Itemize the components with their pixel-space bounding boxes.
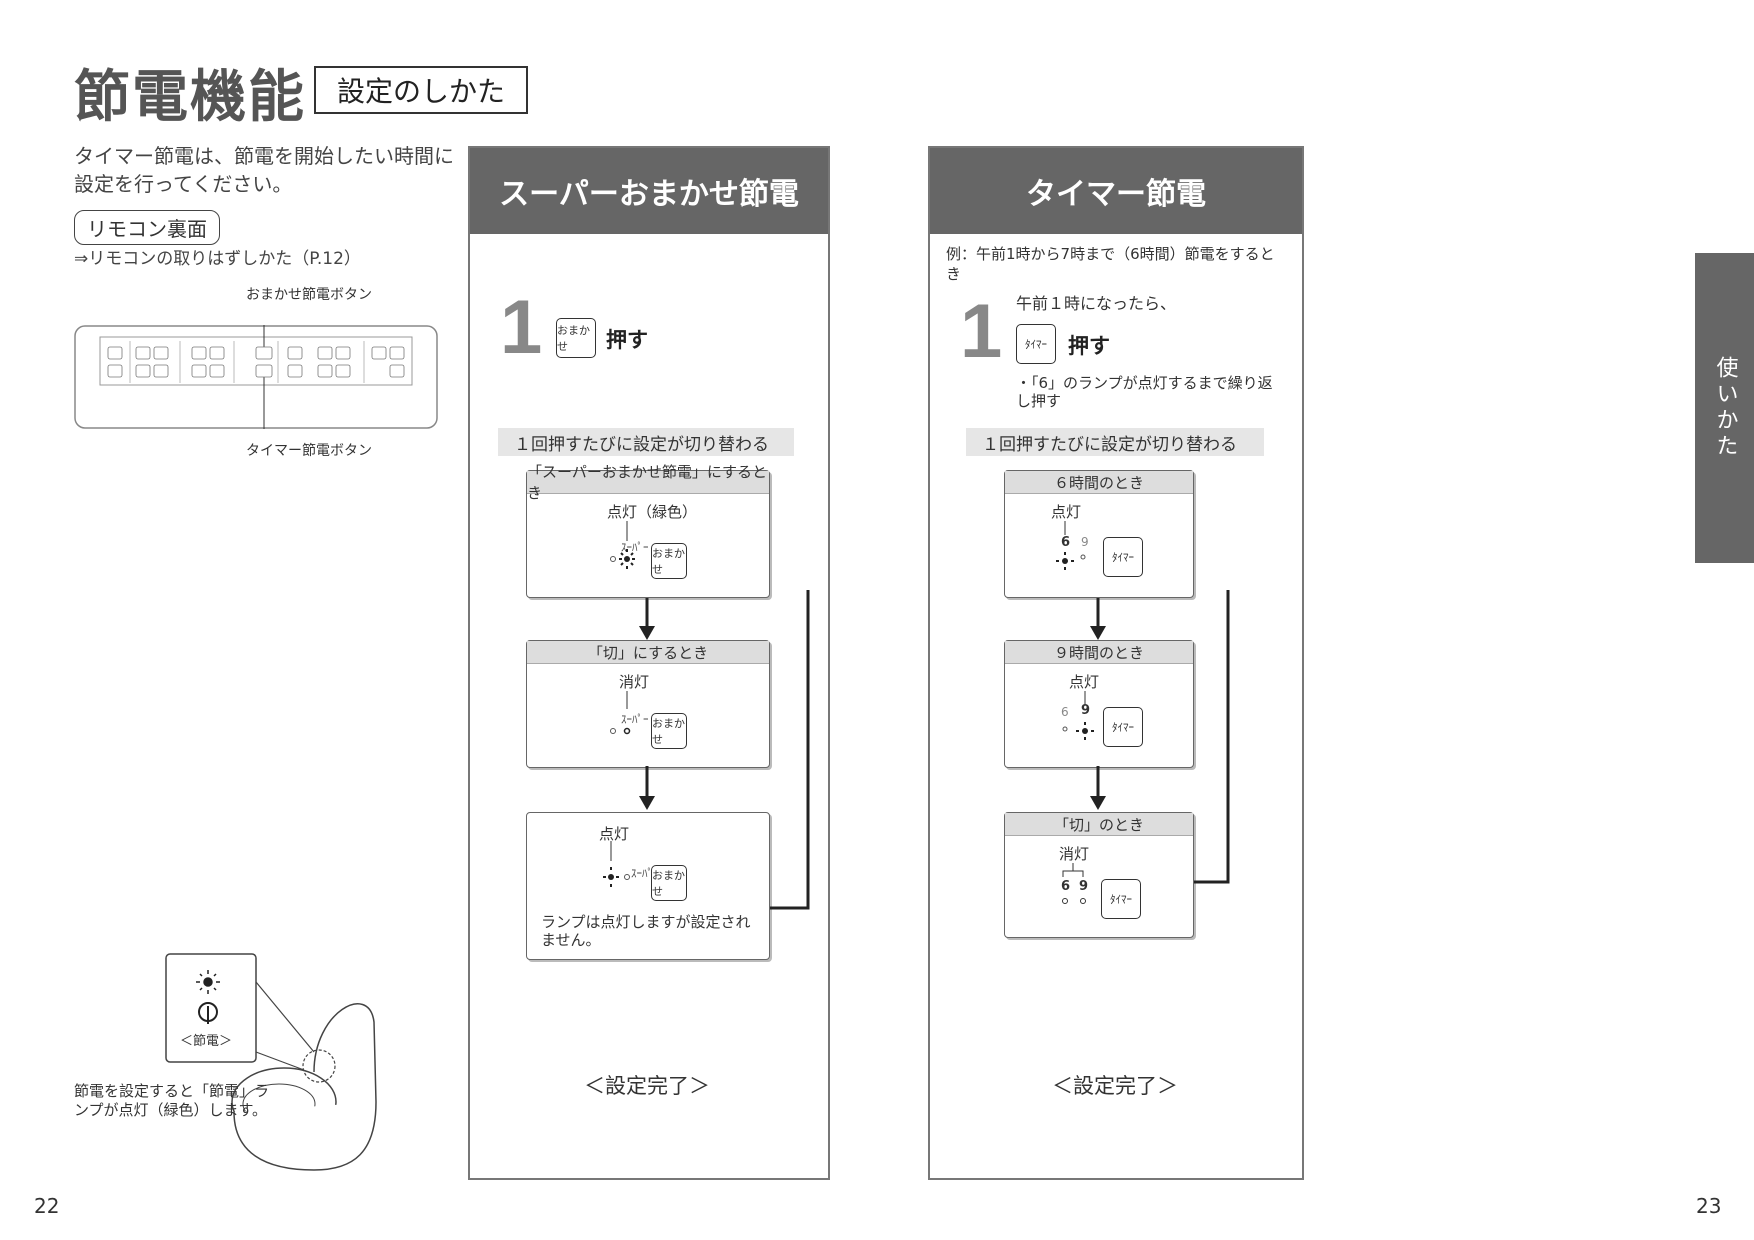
super-state-off: 「切」にするとき 消灯 ｽｰﾊﾟｰ おまかせ bbox=[526, 640, 770, 768]
sun-icon bbox=[196, 970, 220, 994]
super-omakase-heading: スーパーおまかせ節電 bbox=[470, 148, 828, 234]
state-timer-button-2: ﾀｲﾏｰ bbox=[1103, 707, 1143, 747]
remote-control-illustration bbox=[74, 285, 438, 455]
eco-badge-label: ＜節電＞ bbox=[180, 1034, 233, 1049]
timer-state-9h-head: ９時間のとき bbox=[1005, 641, 1193, 664]
super-state-off-label: 消灯 bbox=[619, 673, 650, 691]
timer-state-off: 「切」のとき 消灯 6 9 ﾀｲﾏｰ bbox=[1004, 812, 1194, 938]
timer-note: ・「6」のランプが点灯するまで繰り返し押す bbox=[1016, 374, 1273, 410]
timer-cycle-band: １回押すたびに設定が切り替わる bbox=[966, 428, 1264, 456]
lamp-lit-icon-2 bbox=[603, 841, 630, 887]
timer-state-6h-head: ６時間のとき bbox=[1005, 471, 1193, 494]
lamp-lit-icon bbox=[610, 521, 635, 569]
timer-state-off-head: 「切」のとき bbox=[1005, 813, 1193, 836]
super-state-off-head: 「切」にするとき bbox=[527, 641, 769, 664]
omakase-button-callout: おまかせ節電ボタン bbox=[246, 287, 372, 303]
leaf-icon bbox=[198, 1002, 218, 1024]
super-state-lit-unset: 点灯 ｽｰﾊﾟｰ おまかせ ランプは点灯しますが設定されません。 bbox=[526, 812, 770, 960]
super-done: ＜設定完了＞ bbox=[584, 1074, 710, 1098]
super-state-on: 「スーパーおまかせ節電」にするとき 点灯（緑色） ｽｰﾊﾟｰ おまかせ bbox=[526, 463, 770, 598]
page-subtitle: 設定のしかた bbox=[314, 66, 528, 114]
omakase-button[interactable]: おまかせ bbox=[556, 318, 596, 358]
remote-removal-link[interactable]: ⇒リモコンの取りはずしかた（P.12） bbox=[74, 249, 361, 269]
timer-press-text: 押す bbox=[1068, 334, 1110, 358]
page-number-left: 22 bbox=[34, 1194, 60, 1218]
timer-state-9h-label: 点灯 bbox=[1069, 673, 1100, 691]
super-step-number: 1 bbox=[500, 285, 543, 370]
timer-6-digit-2: 6 bbox=[1061, 705, 1069, 719]
timer-6-lit-icon bbox=[1056, 521, 1086, 570]
timer-button[interactable]: ﾀｲﾏｰ bbox=[1016, 324, 1056, 364]
timer-done: ＜設定完了＞ bbox=[1052, 1074, 1178, 1098]
remote-tag: リモコン裏面 bbox=[74, 210, 220, 245]
super-state-note: ランプは点灯しますが設定されません。 bbox=[541, 913, 751, 949]
state-omakase-button: おまかせ bbox=[651, 543, 687, 579]
toilet-note: 節電を設定すると「節電」ランプが点灯（緑色）します。 bbox=[74, 1082, 270, 1119]
super-cycle-band: １回押すたびに設定が切り替わる bbox=[498, 428, 794, 456]
super-cycle-arrows bbox=[639, 590, 810, 910]
super-lamp-label-2: ｽｰﾊﾟｰ bbox=[621, 713, 649, 726]
state-omakase-button-2: おまかせ bbox=[651, 713, 687, 749]
lamp-off-icon bbox=[610, 691, 631, 735]
timer-state-6h-label: 点灯 bbox=[1051, 503, 1082, 521]
super-press-text: 押す bbox=[606, 328, 648, 352]
page-title: 節電機能 bbox=[74, 65, 306, 130]
side-tab-usage[interactable]: 使いかた bbox=[1695, 253, 1754, 563]
timer-example: 例：午前1時から7時まで（6時間）節電をするとき bbox=[946, 245, 1275, 283]
timer-state-9h: ９時間のとき 点灯 6 9 ﾀｲﾏｰ bbox=[1004, 640, 1194, 768]
state-timer-button: ﾀｲﾏｰ bbox=[1103, 537, 1143, 577]
timer-when: 午前１時になったら、 bbox=[1016, 294, 1177, 313]
super-state-on-label: 点灯（緑色） bbox=[607, 503, 698, 521]
timer-cycle-arrows bbox=[1090, 590, 1230, 884]
timer-step-number: 1 bbox=[960, 289, 1003, 374]
page-number-right: 23 bbox=[1696, 1194, 1722, 1218]
timer-9-lit-icon bbox=[1062, 691, 1094, 740]
state-omakase-button-3: おまかせ bbox=[651, 865, 687, 901]
timer-state-6h: ６時間のとき 点灯 6 9 ﾀｲﾏｰ bbox=[1004, 470, 1194, 598]
timer-heading: タイマー節電 bbox=[930, 148, 1302, 234]
timer-9-digit-2: 9 bbox=[1081, 703, 1091, 718]
timer-6-digit: 6 bbox=[1061, 535, 1071, 550]
timer-state-off-label: 消灯 bbox=[1059, 845, 1090, 863]
super-state-on-head: 「スーパーおまかせ節電」にするとき bbox=[527, 463, 769, 502]
timer-button-callout: タイマー節電ボタン bbox=[246, 443, 372, 459]
timer-9-digit: 9 bbox=[1081, 535, 1089, 549]
super-state-lit-label: 点灯 bbox=[599, 825, 630, 843]
intro-text: タイマー節電は、節電を開始したい時間に設定を行ってください。 bbox=[74, 144, 454, 196]
state-timer-button-3: ﾀｲﾏｰ bbox=[1101, 879, 1141, 919]
timer-6-digit-3: 6 bbox=[1061, 879, 1071, 894]
timer-9-digit-3: 9 bbox=[1079, 879, 1089, 894]
toilet-illustration bbox=[164, 952, 384, 1174]
timer-off-icon bbox=[1062, 863, 1086, 904]
